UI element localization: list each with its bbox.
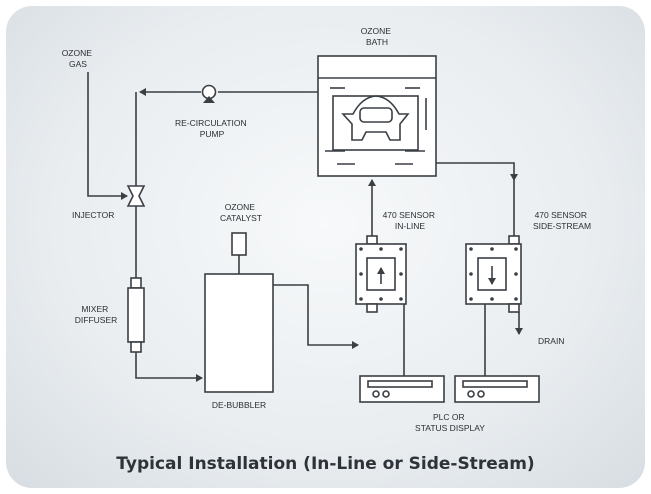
display-sidestream [454,375,540,403]
recirc-pump-icon [201,84,217,103]
debubbler-label: DE-BUBBLER [212,400,266,410]
line-bath-sidestream [436,162,515,236]
ozone-gas-label: OZONE GAS [62,48,95,69]
plc-display-label: PLC OR STATUS DISPLAY [415,412,485,433]
mixer-diffuser [127,277,145,353]
diagram-caption: Typical Installation (In-Line or Side-St… [116,454,535,474]
ozone-gas-line [87,72,128,200]
ozone-bath [317,55,437,177]
display-inline [359,375,445,403]
debubbler [204,273,274,393]
ozone-catalyst-label: OZONE CATALYST [220,202,262,223]
mixer-diffuser-label: MIXER DIFFUSER [75,304,118,325]
sensor-inline [355,235,407,313]
drain-label: DRAIN [538,336,564,346]
line-debubbler-sensor [273,284,359,349]
ozone-catalyst [231,232,247,256]
recirc-pump-label: RE-CIRCULATION PUMP [175,118,249,139]
ozone-bath-label: OZONE BATH [361,26,394,47]
injector-icon [126,185,146,207]
sensor-sidestream-label: 470 SENSOR SIDE-STREAM [533,210,591,231]
sensor-inline-label: 470 SENSOR IN-LINE [383,210,438,231]
injector-label: INJECTOR [72,210,114,220]
line-mixer-debubbler [135,352,203,382]
sidestream-flow-arrow [510,174,518,181]
sensor-sidestream [465,235,522,313]
